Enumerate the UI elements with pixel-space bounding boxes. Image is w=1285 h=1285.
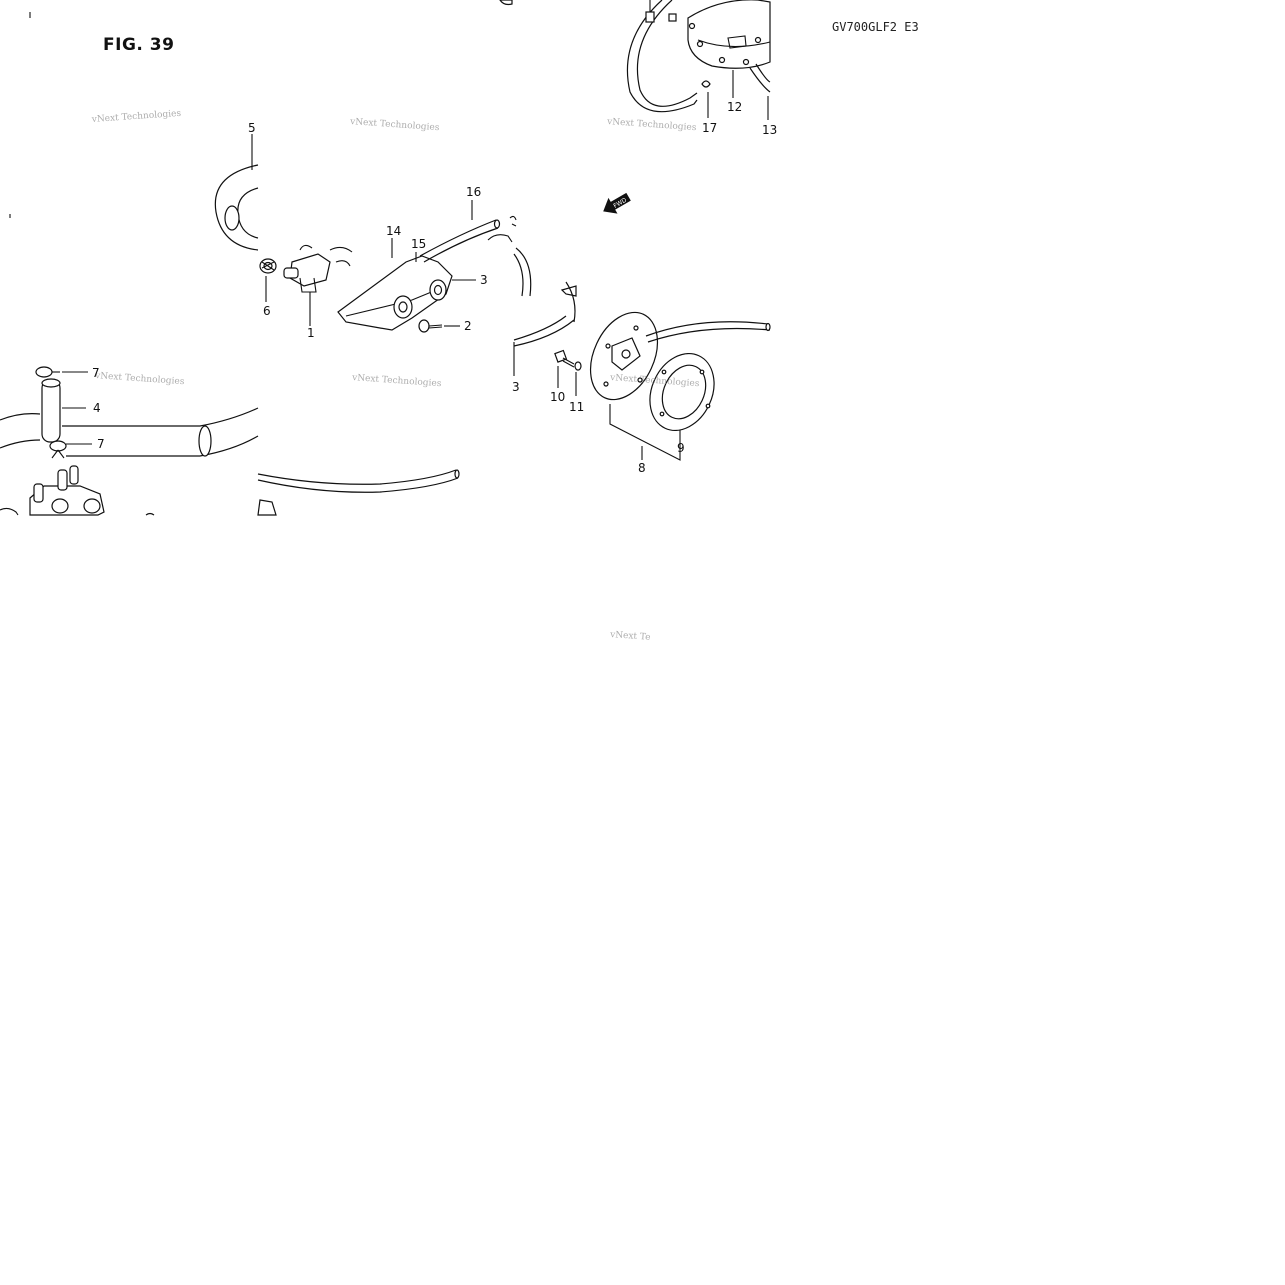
watermark-3: vNext Technologies <box>606 117 697 133</box>
seal-part-3 <box>513 247 532 297</box>
fuel-gauge-plate-part-8 <box>589 311 771 401</box>
callout-3-lower: 3 <box>512 380 520 394</box>
callout-7-lower: 7 <box>97 437 105 451</box>
callout-14: 14 <box>386 224 401 238</box>
fuel-cover-part-14 <box>337 238 453 331</box>
callout-15: 15 <box>411 237 426 251</box>
callout-6: 6 <box>263 304 271 318</box>
clip-part-17 <box>701 80 711 88</box>
callout-2: 2 <box>464 319 472 333</box>
callout-8: 8 <box>638 461 646 475</box>
callout-12: 12 <box>727 100 742 114</box>
callout-3-upper: 3 <box>480 273 488 287</box>
callout-10: 10 <box>550 390 565 404</box>
tank-cover-part-12 <box>687 0 771 69</box>
screw-part-2 <box>418 319 460 333</box>
watermark-5: vNext Technologies <box>351 373 442 389</box>
watermark-7: vNext Te <box>609 630 651 643</box>
fuel-hose-part-5 <box>214 134 259 251</box>
clip-part-7-bottom <box>49 440 92 459</box>
fuel-hose-bottom <box>257 469 457 485</box>
callout-1: 1 <box>307 326 315 340</box>
callout-7-upper: 7 <box>92 366 100 380</box>
seal-part-13 <box>749 67 771 93</box>
callout-5: 5 <box>248 121 256 135</box>
gasket-part-9 <box>649 352 715 432</box>
washer-part-11 <box>574 361 582 396</box>
fuel-pump-body <box>0 465 155 516</box>
forward-direction-marker: FWD <box>603 192 631 214</box>
callout-16: 16 <box>466 185 481 199</box>
watermark-4: vNext Technologies <box>94 371 185 387</box>
fuel-hose-top-right <box>636 0 698 107</box>
callout-4: 4 <box>93 401 101 415</box>
watermark-2: vNext Technologies <box>349 117 440 133</box>
model-code: GV700GLF2 E3 <box>832 20 919 34</box>
hose-clamp-part-6 <box>259 258 277 302</box>
clip-part-7-top <box>35 366 88 378</box>
callout-11: 11 <box>569 400 584 414</box>
bolt-top <box>645 0 677 23</box>
callout-13: 13 <box>762 123 777 137</box>
fuel-cock-part-1 <box>283 244 353 326</box>
callout-17: 17 <box>702 121 717 135</box>
bolt-part-10 <box>554 349 575 388</box>
fuel-hose-left <box>0 407 259 457</box>
callout-9: 9 <box>677 441 685 455</box>
pipe-part-4 <box>41 378 86 443</box>
fuel-hose-part-16 <box>419 200 501 263</box>
figure-title: FIG. 39 <box>103 35 175 55</box>
watermark-1: vNext Technologies <box>91 109 182 125</box>
